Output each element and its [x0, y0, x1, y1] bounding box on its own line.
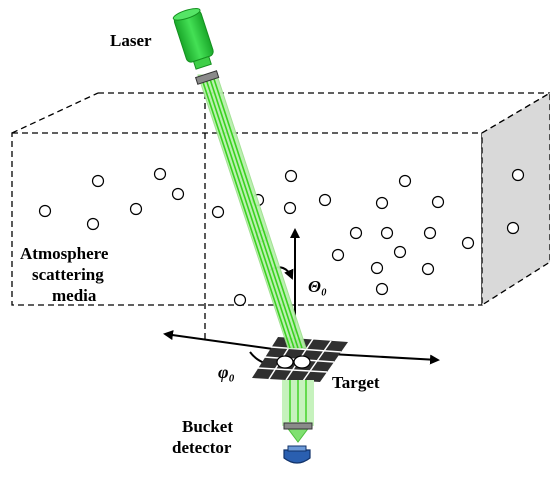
medium-label-line3: media [52, 286, 97, 305]
box-side-face [481, 92, 550, 307]
particle [423, 226, 437, 240]
box-top-left-edge [11, 92, 99, 134]
theta-label: Θ₀ [308, 277, 327, 296]
particle [283, 201, 297, 215]
laser-label: Laser [110, 31, 152, 50]
particle [153, 167, 167, 181]
collecting-lens [283, 422, 313, 430]
target-label: Target [332, 373, 380, 392]
particle [393, 245, 407, 259]
particle [421, 262, 435, 276]
particle [375, 196, 389, 210]
particle [431, 195, 445, 209]
phi-label: φ₀ [218, 362, 235, 382]
medium-label-line1: Atmosphere [20, 244, 109, 263]
laser-source-icon [172, 8, 214, 70]
particle [38, 204, 52, 218]
particle [370, 261, 384, 275]
particle [380, 226, 394, 240]
transmitted-beam [282, 380, 314, 443]
target-object-left [276, 355, 294, 369]
particle [171, 187, 185, 201]
particle [129, 202, 143, 216]
particle [91, 174, 105, 188]
detector-label-line2: detector [172, 438, 232, 457]
laser-lens [194, 70, 220, 85]
target-grid [252, 337, 348, 382]
medium-label-line2: scattering [32, 265, 104, 284]
scattering-particles [38, 167, 525, 307]
particle [86, 217, 100, 231]
target-object-right [293, 355, 311, 369]
particle [211, 205, 225, 219]
bucket-detector-icon [283, 445, 311, 464]
particle [318, 193, 332, 207]
particle [506, 221, 520, 235]
particle [349, 226, 363, 240]
laser-beam [197, 74, 307, 349]
particle [331, 248, 345, 262]
particle [375, 282, 389, 296]
detector-label-line1: Bucket [182, 417, 233, 436]
particle [284, 169, 298, 183]
particle [461, 236, 475, 250]
particle [398, 174, 412, 188]
particle [233, 293, 247, 307]
particle [511, 168, 525, 182]
